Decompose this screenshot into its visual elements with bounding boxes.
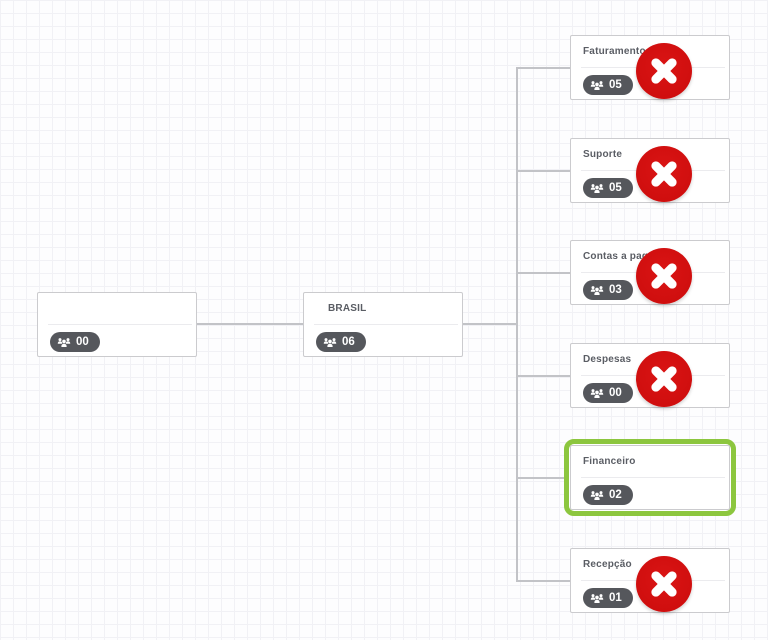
- department-title: Faturamento: [583, 46, 646, 57]
- member-count: 00: [609, 387, 622, 399]
- department-node[interactable]: Recepção 01: [564, 542, 736, 619]
- member-count: 02: [609, 489, 622, 501]
- department-node[interactable]: Despesas 00: [564, 337, 736, 414]
- department-node[interactable]: Contas a pagar 03: [564, 234, 736, 311]
- users-icon: [590, 593, 604, 603]
- connector-trunk: [516, 67, 518, 582]
- department-title: Contas a pagar: [583, 251, 659, 262]
- department-title: Recepção: [583, 559, 632, 570]
- delete-node-button[interactable]: [636, 556, 692, 612]
- connector-branch: [517, 477, 570, 479]
- member-count-badge: 05: [583, 75, 633, 95]
- member-count-badge: 00: [583, 383, 633, 403]
- department-title: Despesas: [583, 354, 632, 365]
- member-count: 05: [609, 79, 622, 91]
- connector-branch: [517, 375, 570, 377]
- department-node[interactable]: Suporte 05: [564, 132, 736, 209]
- connector-branch: [517, 67, 570, 69]
- delete-node-button[interactable]: [636, 43, 692, 99]
- users-icon: [590, 285, 604, 295]
- connector-root-parent: [197, 323, 303, 325]
- member-count-badge: 03: [583, 280, 633, 300]
- member-count: 03: [609, 284, 622, 296]
- connector-branch: [517, 580, 570, 582]
- connector-branch: [517, 272, 570, 274]
- member-count-badge: 01: [583, 588, 633, 608]
- member-count-badge: 05: [583, 178, 633, 198]
- users-icon: [590, 80, 604, 90]
- divider: [48, 324, 192, 325]
- department-title: Financeiro: [583, 456, 636, 467]
- connector-branch: [517, 170, 570, 172]
- divider: [581, 477, 725, 478]
- parent-node-title: BRASIL: [328, 303, 367, 314]
- member-count: 01: [609, 592, 622, 604]
- users-icon: [590, 490, 604, 500]
- member-count: 06: [342, 336, 355, 348]
- department-node[interactable]: Financeiro 02: [564, 439, 736, 516]
- member-count-badge: 02: [583, 485, 633, 505]
- member-count-badge: 00: [50, 332, 100, 352]
- users-icon: [590, 388, 604, 398]
- divider: [314, 324, 458, 325]
- member-count-badge: 06: [316, 332, 366, 352]
- member-count: 00: [76, 336, 89, 348]
- connector-parent-trunk: [463, 323, 517, 325]
- delete-node-button[interactable]: [636, 351, 692, 407]
- root-node[interactable]: 00: [37, 292, 197, 357]
- users-icon: [590, 183, 604, 193]
- delete-node-button[interactable]: [636, 248, 692, 304]
- users-icon: [323, 337, 337, 347]
- parent-node-brasil[interactable]: BRASIL 06: [303, 292, 463, 357]
- department-title: Suporte: [583, 149, 623, 160]
- users-icon: [57, 337, 71, 347]
- department-node[interactable]: Faturamento 05: [564, 29, 736, 106]
- delete-node-button[interactable]: [636, 146, 692, 202]
- member-count: 05: [609, 182, 622, 194]
